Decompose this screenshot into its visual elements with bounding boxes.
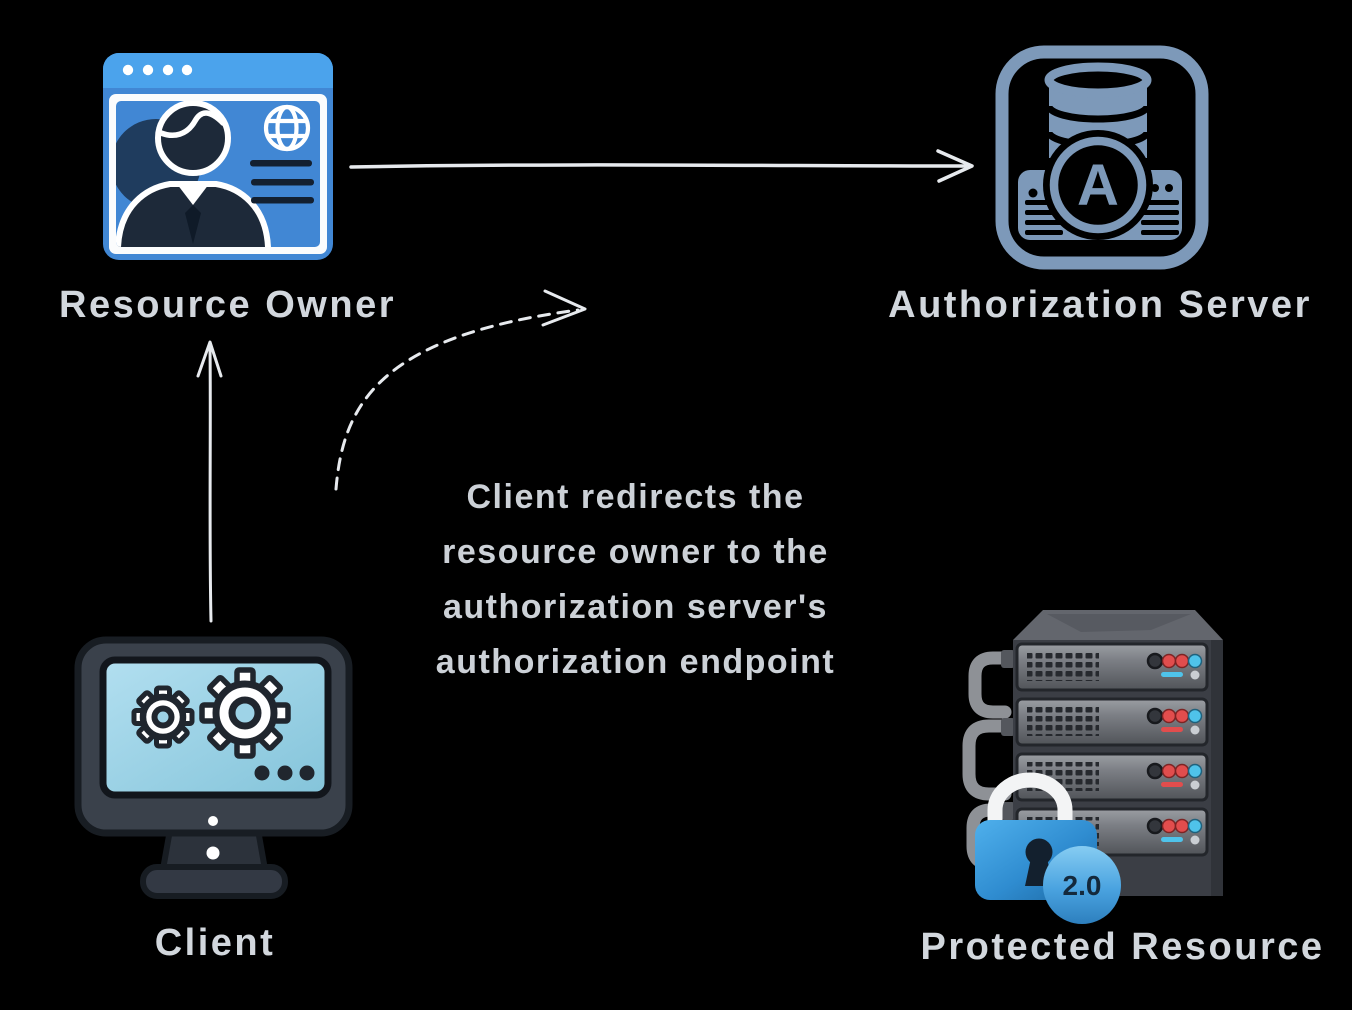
annotation-line: authorization endpoint xyxy=(435,643,836,681)
redirect-annotation: Client redirects the resource owner to t… xyxy=(368,470,903,690)
annotation-line: resource owner to the xyxy=(442,533,829,571)
monogram-circle: A xyxy=(1043,130,1153,240)
client-label: Client xyxy=(154,922,276,964)
resource-owner-label: Resource Owner xyxy=(59,284,396,326)
badge-text: 2.0 xyxy=(1063,870,1102,901)
protected-resource-label: Protected Resource xyxy=(920,926,1325,968)
oauth-badge xyxy=(1043,846,1121,924)
arrow-resource-owner-to-auth-server xyxy=(349,149,974,183)
arrow-client-to-resource-owner xyxy=(196,340,223,623)
browser-titlebar-dots xyxy=(122,64,193,76)
annotation-line: authorization server's xyxy=(443,588,828,626)
monitor-base xyxy=(140,864,288,899)
rack-unit xyxy=(1015,642,1209,692)
screen-dots xyxy=(254,765,315,781)
browser-titlebar xyxy=(103,53,333,88)
rack-unit xyxy=(1015,697,1209,747)
lock-shackle xyxy=(987,772,1073,836)
icon-border xyxy=(995,45,1209,270)
monogram-letter: A xyxy=(1077,153,1119,218)
authorization-server-icon: A xyxy=(995,45,1209,270)
user-silhouette xyxy=(116,101,271,247)
globe-icon xyxy=(263,104,311,152)
protected-resource-icon: 2.0 xyxy=(962,610,1223,924)
small-gear-icon xyxy=(131,685,195,749)
client-icon xyxy=(74,636,353,899)
authorization-server-label: Authorization Server xyxy=(888,284,1312,326)
big-gear-icon xyxy=(199,667,291,759)
text-lines xyxy=(250,160,314,204)
lock-icon: 2.0 xyxy=(975,772,1121,924)
resource-owner-icon xyxy=(103,53,333,260)
annotation-line: Client redirects the xyxy=(466,478,805,516)
arrow-redirect-dashed xyxy=(334,289,587,491)
